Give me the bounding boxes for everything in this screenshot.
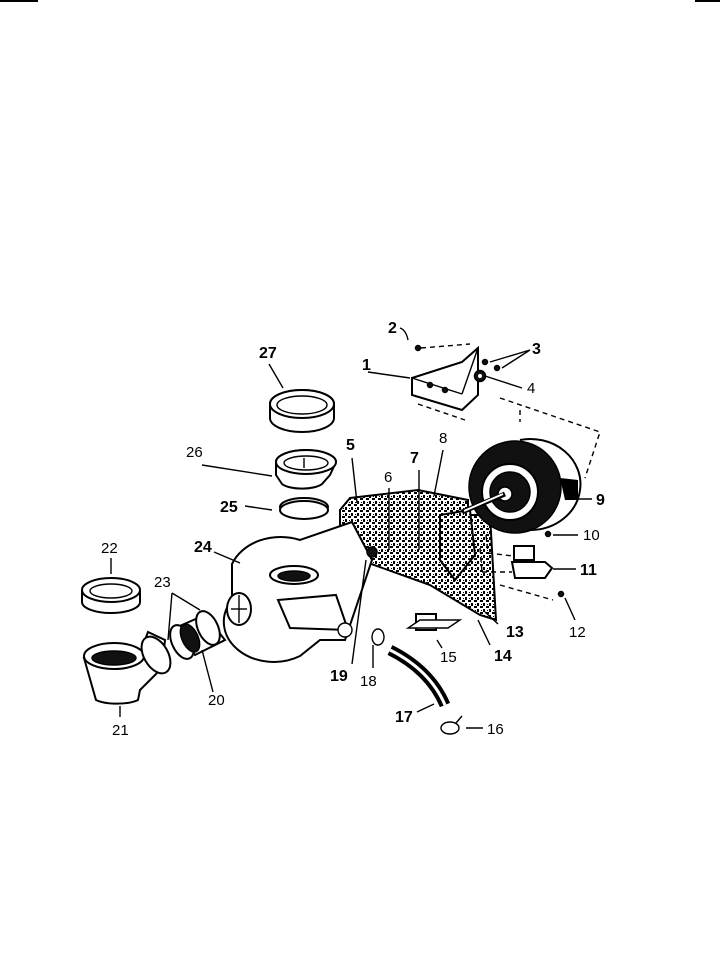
callout-1: 1 [362, 357, 371, 374]
part-18-clamp [371, 628, 385, 646]
callout-17: 17 [395, 709, 413, 726]
part-22-ring [81, 577, 141, 614]
callout-labels: 1 2 3 4 5 6 7 8 9 10 11 12 13 14 15 16 1… [101, 320, 605, 739]
part-11-switch [479, 545, 554, 579]
callout-25: 25 [220, 499, 238, 516]
callout-3: 3 [532, 341, 541, 358]
part-24-pump [222, 520, 374, 663]
part-27-ring [269, 389, 335, 433]
part-15-bracket [405, 613, 463, 631]
callout-19: 19 [330, 668, 348, 685]
callout-16: 16 [487, 721, 504, 738]
part-21-elbow [82, 630, 172, 705]
part-19-fitting [366, 546, 378, 558]
part-4-washer [473, 369, 487, 383]
callout-22: 22 [101, 540, 118, 557]
top-left-rule [0, 0, 38, 2]
callout-9: 9 [596, 492, 605, 509]
callout-6: 6 [384, 469, 392, 486]
callout-23: 23 [154, 574, 171, 591]
callout-4: 4 [527, 380, 535, 397]
callout-7: 7 [410, 450, 419, 467]
callout-15: 15 [440, 649, 457, 666]
callout-13: 13 [506, 624, 524, 641]
part-17-hose [387, 645, 451, 708]
top-right-rule [695, 0, 720, 2]
callout-24: 24 [194, 539, 212, 556]
callout-26: 26 [186, 444, 203, 461]
part-16-clamp [440, 715, 463, 735]
leader-lines [110, 327, 592, 729]
part-12-screw [499, 584, 565, 601]
callout-20: 20 [208, 692, 225, 709]
callout-12: 12 [569, 624, 586, 641]
callout-10: 10 [583, 527, 600, 544]
callout-14: 14 [494, 648, 512, 665]
part-2-screw [414, 343, 471, 352]
part-25-clamp [279, 497, 329, 520]
callout-11: 11 [580, 562, 597, 579]
callout-2: 2 [388, 320, 397, 337]
part-10-screw [485, 530, 552, 557]
part-3-screws [481, 358, 501, 372]
part-1-bracket [411, 345, 479, 421]
part-20-coupling [169, 610, 227, 660]
callout-8: 8 [439, 430, 447, 447]
part-9-motor [461, 438, 582, 534]
callout-5: 5 [346, 437, 355, 454]
callout-27: 27 [259, 345, 277, 362]
callout-21: 21 [112, 722, 129, 739]
part-26-gasket [275, 449, 338, 490]
callout-18: 18 [360, 673, 377, 690]
